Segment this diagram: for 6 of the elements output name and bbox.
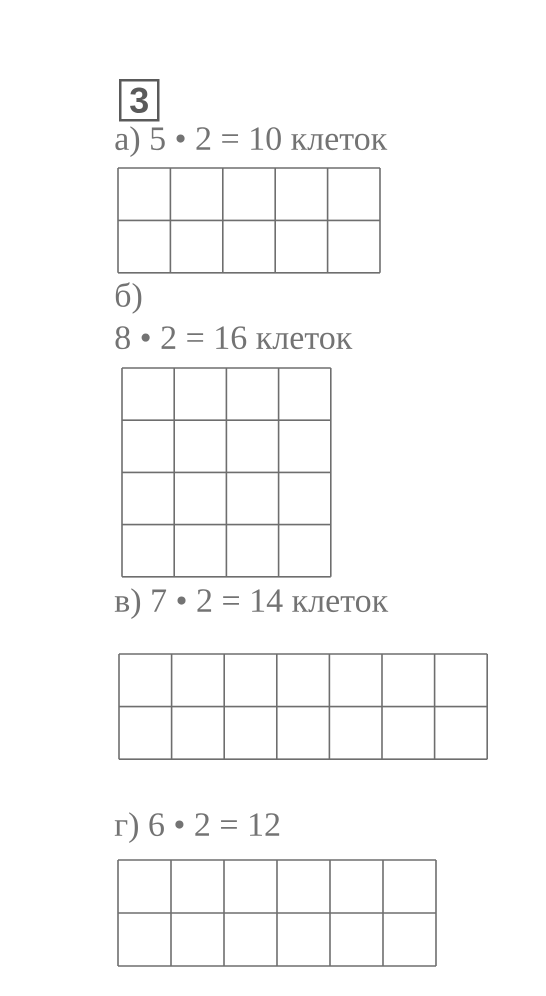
equation-text: в) 7 • 2 = 14 клеток xyxy=(114,588,388,620)
equation-text: б) xyxy=(116,282,142,314)
task-number: 3 xyxy=(119,79,160,122)
equation-text: 8 • 2 = 16 клеток xyxy=(116,326,352,350)
equation-text: г) 6 • 2 = 12 xyxy=(114,812,280,844)
equation-text: а) 5 • 2 = 10 клеток xyxy=(115,126,388,158)
